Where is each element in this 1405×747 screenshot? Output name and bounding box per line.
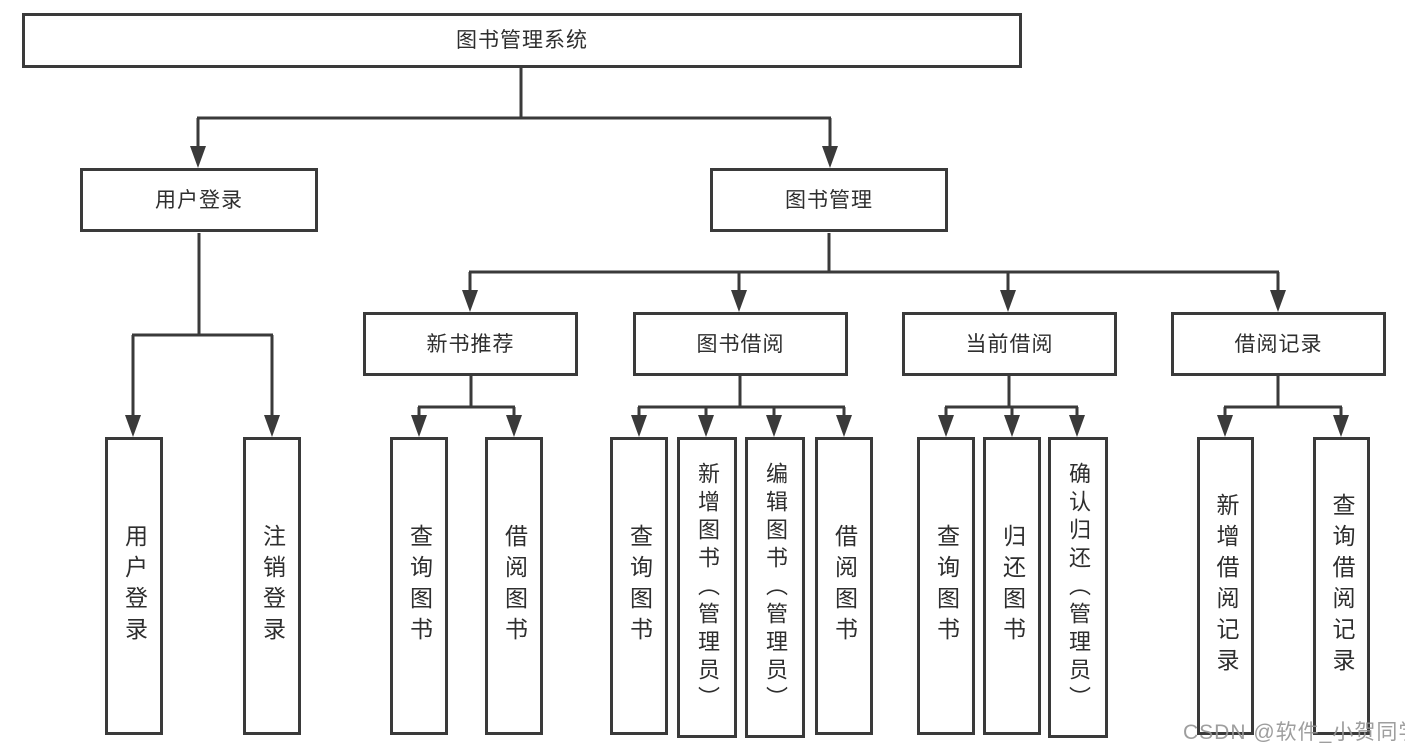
node-root: 图书管理系统 [22,13,1022,68]
node-current-borrow-label: 当前借阅 [965,332,1054,356]
node-return-books-label: 归还图书 [999,524,1026,648]
node-confirm-return-admin: 确认归还（管理员） [1048,437,1108,738]
node-borrow-records-label: 借阅记录 [1234,332,1323,356]
node-newbook-borrow-books: 借阅图书 [485,437,543,735]
tree-connector-lines [131,68,1343,421]
node-borrow-query-books: 查询图书 [610,437,668,735]
node-add-books-admin-label: 新增图书（管理员） [695,461,720,714]
node-confirm-return-admin-label: 确认归还（管理员） [1066,461,1091,714]
node-borrow-books-label: 借阅图书 [831,524,858,648]
node-current-query-books-label: 查询图书 [933,524,960,648]
node-book-borrow: 图书借阅 [633,312,848,376]
node-new-book-recommend: 新书推荐 [363,312,578,376]
node-user-login-label: 用户登录 [155,188,243,212]
node-borrow-records: 借阅记录 [1171,312,1386,376]
node-new-book-recommend-label: 新书推荐 [426,332,515,356]
node-user-login-action-label: 用户登录 [121,524,148,648]
node-return-books: 归还图书 [983,437,1041,735]
tree-connector-arrowheads [125,146,1349,437]
node-current-borrow: 当前借阅 [902,312,1117,376]
node-logout-action: 注销登录 [243,437,301,735]
node-user-login-action: 用户登录 [105,437,163,735]
node-edit-books-admin: 编辑图书（管理员） [745,437,805,738]
node-book-mgmt-label: 图书管理 [785,188,873,212]
node-borrow-query-books-label: 查询图书 [626,524,653,648]
node-logout-action-label: 注销登录 [259,524,286,648]
node-newbook-query-books-label: 查询图书 [406,524,433,648]
watermark: CSDN @软件_小贺同学 [1183,721,1405,744]
node-add-borrow-record-label: 新增借阅记录 [1213,493,1239,679]
node-user-login: 用户登录 [80,168,318,232]
node-query-borrow-record: 查询借阅记录 [1313,437,1370,735]
node-edit-books-admin-label: 编辑图书（管理员） [763,461,788,714]
node-newbook-borrow-books-label: 借阅图书 [501,524,528,648]
node-borrow-books: 借阅图书 [815,437,873,735]
node-add-books-admin: 新增图书（管理员） [677,437,737,738]
node-current-query-books: 查询图书 [917,437,975,735]
node-book-mgmt: 图书管理 [710,168,948,232]
node-newbook-query-books: 查询图书 [390,437,448,735]
node-add-borrow-record: 新增借阅记录 [1197,437,1254,735]
node-query-borrow-record-label: 查询借阅记录 [1329,493,1355,679]
node-book-borrow-label: 图书借阅 [696,332,785,356]
node-root-label: 图书管理系统 [456,29,588,52]
